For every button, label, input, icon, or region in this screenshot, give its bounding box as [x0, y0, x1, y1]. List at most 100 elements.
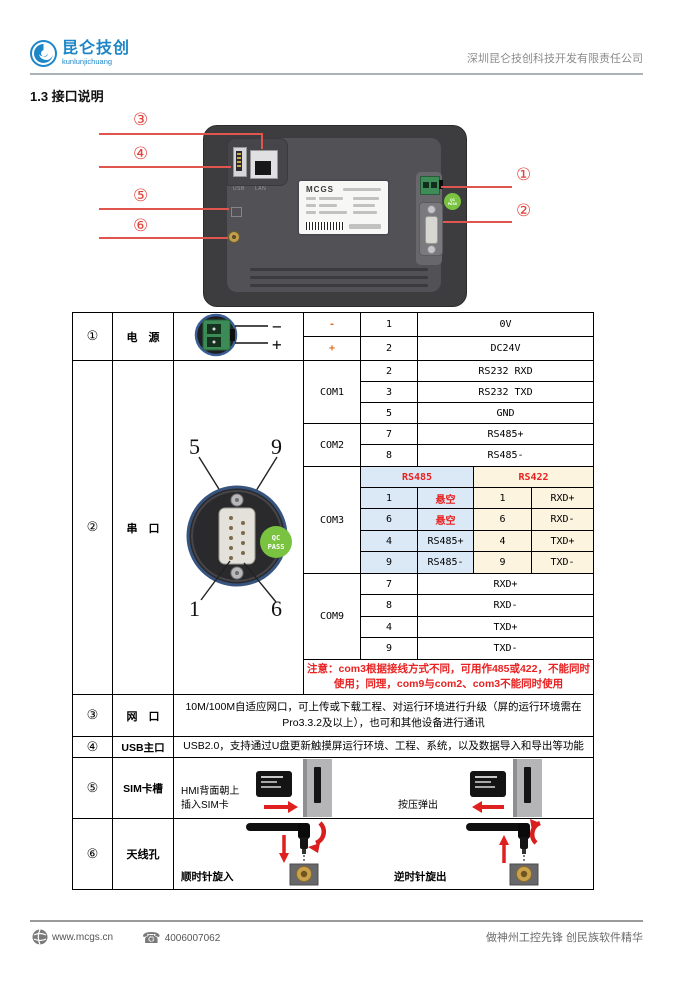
sim-figure: HMI背面朝上 插入SIM卡 按压弹出 — [175, 759, 593, 818]
row-net-label: 网 口 — [112, 694, 174, 737]
com2-desc: RS485- — [416, 444, 595, 467]
callout-2: ② — [516, 201, 532, 221]
qc-text: PASS — [267, 543, 284, 551]
qc-pass-sticker: QC PASS — [444, 193, 461, 210]
row-net-num: ③ — [72, 694, 113, 737]
vent-ridge — [250, 268, 428, 271]
callout-line-6 — [99, 237, 228, 239]
com3-name: COM3 — [303, 466, 361, 574]
antenna-figure: 顺时针旋入 逆时针旋出 — [175, 819, 593, 889]
nameplate-bar — [319, 211, 347, 214]
screw-in-label: 顺时针旋入 — [181, 871, 234, 883]
device-nameplate: MCGS — [299, 181, 388, 234]
sim-insert-line1: HMI背面朝上 — [181, 786, 240, 797]
nameplate-bar — [319, 197, 343, 200]
logo-text: 昆仑技创 kunlunjichuang — [62, 40, 131, 67]
com1-pin: 2 — [360, 360, 418, 382]
callout-5: ⑤ — [133, 186, 149, 206]
power-connector — [420, 176, 440, 195]
sim-slot-mark — [231, 207, 242, 217]
usb-port-label: USB — [233, 186, 245, 192]
barcode — [306, 222, 344, 230]
nameplate-bar — [353, 204, 375, 207]
power-pin: 1 — [360, 312, 418, 337]
com3-485-val: RS485+ — [417, 530, 474, 552]
interface-spec-table: ① 电 源 − + - 1 0V — [72, 312, 595, 890]
sim-insert-text: HMI背面朝上 插入SIM卡 — [181, 785, 239, 812]
com3-422-val: RXD- — [530, 508, 595, 531]
power-sign: + — [303, 336, 361, 361]
pin6-label: 6 — [271, 596, 282, 621]
power-desc: DC24V — [416, 336, 595, 361]
pin1-label: 1 — [189, 596, 200, 621]
row-sim-num: ⑤ — [72, 757, 113, 819]
row-usb-label: USB主口 — [112, 736, 174, 758]
com3-422-pin: 6 — [473, 508, 532, 531]
com2-pin: 7 — [360, 423, 418, 445]
brand-text: MCGS — [306, 185, 334, 194]
qc-pass-sticker-figure — [259, 526, 292, 558]
callout-line-3v — [261, 133, 263, 149]
db9-figure: 5 9 — [173, 360, 304, 695]
com3-422-pin: 1 — [473, 487, 532, 509]
logo-swirl-icon — [30, 40, 57, 67]
nameplate-bar — [306, 211, 316, 214]
com9-pin: 7 — [360, 573, 418, 595]
eject-arrow-icon — [472, 801, 482, 813]
db9-connector — [419, 202, 443, 256]
nameplate-bar — [319, 204, 337, 207]
vent-ridge — [250, 284, 428, 287]
footer-divider — [30, 920, 643, 922]
sim-insert-line2: 插入SIM卡 — [181, 799, 229, 811]
com1-pin: 5 — [360, 402, 418, 424]
com1-desc: RS232 TXD — [416, 381, 595, 403]
vent-ridge — [250, 276, 428, 279]
plus-sign: + — [272, 335, 282, 354]
com3-485-val: 悬空 — [417, 508, 474, 531]
qc-text: QC — [449, 197, 456, 202]
footer-slogan: 做神州工控先锋 创民族软件精华 — [485, 932, 643, 944]
logo-subtitle: kunlunjichuang — [62, 57, 113, 66]
row-sim-label: SIM卡槽 — [112, 757, 174, 819]
row-antenna-label: 天线孔 — [112, 818, 174, 890]
db9-pins — [228, 516, 245, 560]
com9-pin: 9 — [360, 637, 418, 660]
com9-pin: 8 — [360, 594, 418, 617]
row-serial-num: ② — [72, 360, 113, 695]
nameplate-bar — [343, 188, 381, 191]
minus-sign: − — [272, 317, 282, 336]
power-connector-figure: − + — [173, 312, 304, 361]
pin9-label: 9 — [271, 434, 282, 459]
com9-desc: TXD+ — [416, 616, 595, 638]
rs485-header: RS485 — [360, 466, 474, 488]
sim-eject-drawing — [470, 759, 542, 817]
website-text: www.mcgs.cn — [52, 931, 114, 943]
com9-desc: RXD+ — [416, 573, 595, 595]
callout-4: ④ — [133, 144, 149, 164]
callout-3: ③ — [133, 110, 149, 130]
com9-name: COM9 — [303, 573, 361, 660]
logo-title: 昆仑技创 — [62, 40, 131, 57]
antenna-hole — [228, 231, 240, 243]
com3-485-pin: 4 — [360, 530, 418, 552]
nameplate-bar — [349, 224, 381, 229]
com3-485-val: 悬空 — [417, 487, 474, 509]
qc-text: PASS — [447, 201, 458, 206]
com3-422-val: TXD+ — [530, 530, 595, 552]
phone-text: 4006007062 — [164, 932, 221, 944]
antenna-in-drawing — [246, 821, 327, 886]
sim-insert-drawing — [256, 759, 332, 817]
lan-port-label: LAN — [255, 186, 267, 192]
power-sign: - — [303, 312, 361, 337]
com3-422-val: RXD+ — [530, 487, 595, 509]
com3-422-val: TXD- — [530, 551, 595, 574]
nameplate-bar — [306, 204, 316, 207]
sim-figure-cell: HMI背面朝上 插入SIM卡 按压弹出 — [172, 757, 595, 819]
header-divider — [30, 73, 643, 75]
screw-out-label: 逆时针旋出 — [394, 871, 447, 883]
com1-name: COM1 — [303, 360, 361, 424]
com9-desc: RXD- — [416, 594, 595, 617]
com1-desc: GND — [416, 402, 595, 424]
sim-eject-text: 按压弹出 — [398, 799, 438, 811]
